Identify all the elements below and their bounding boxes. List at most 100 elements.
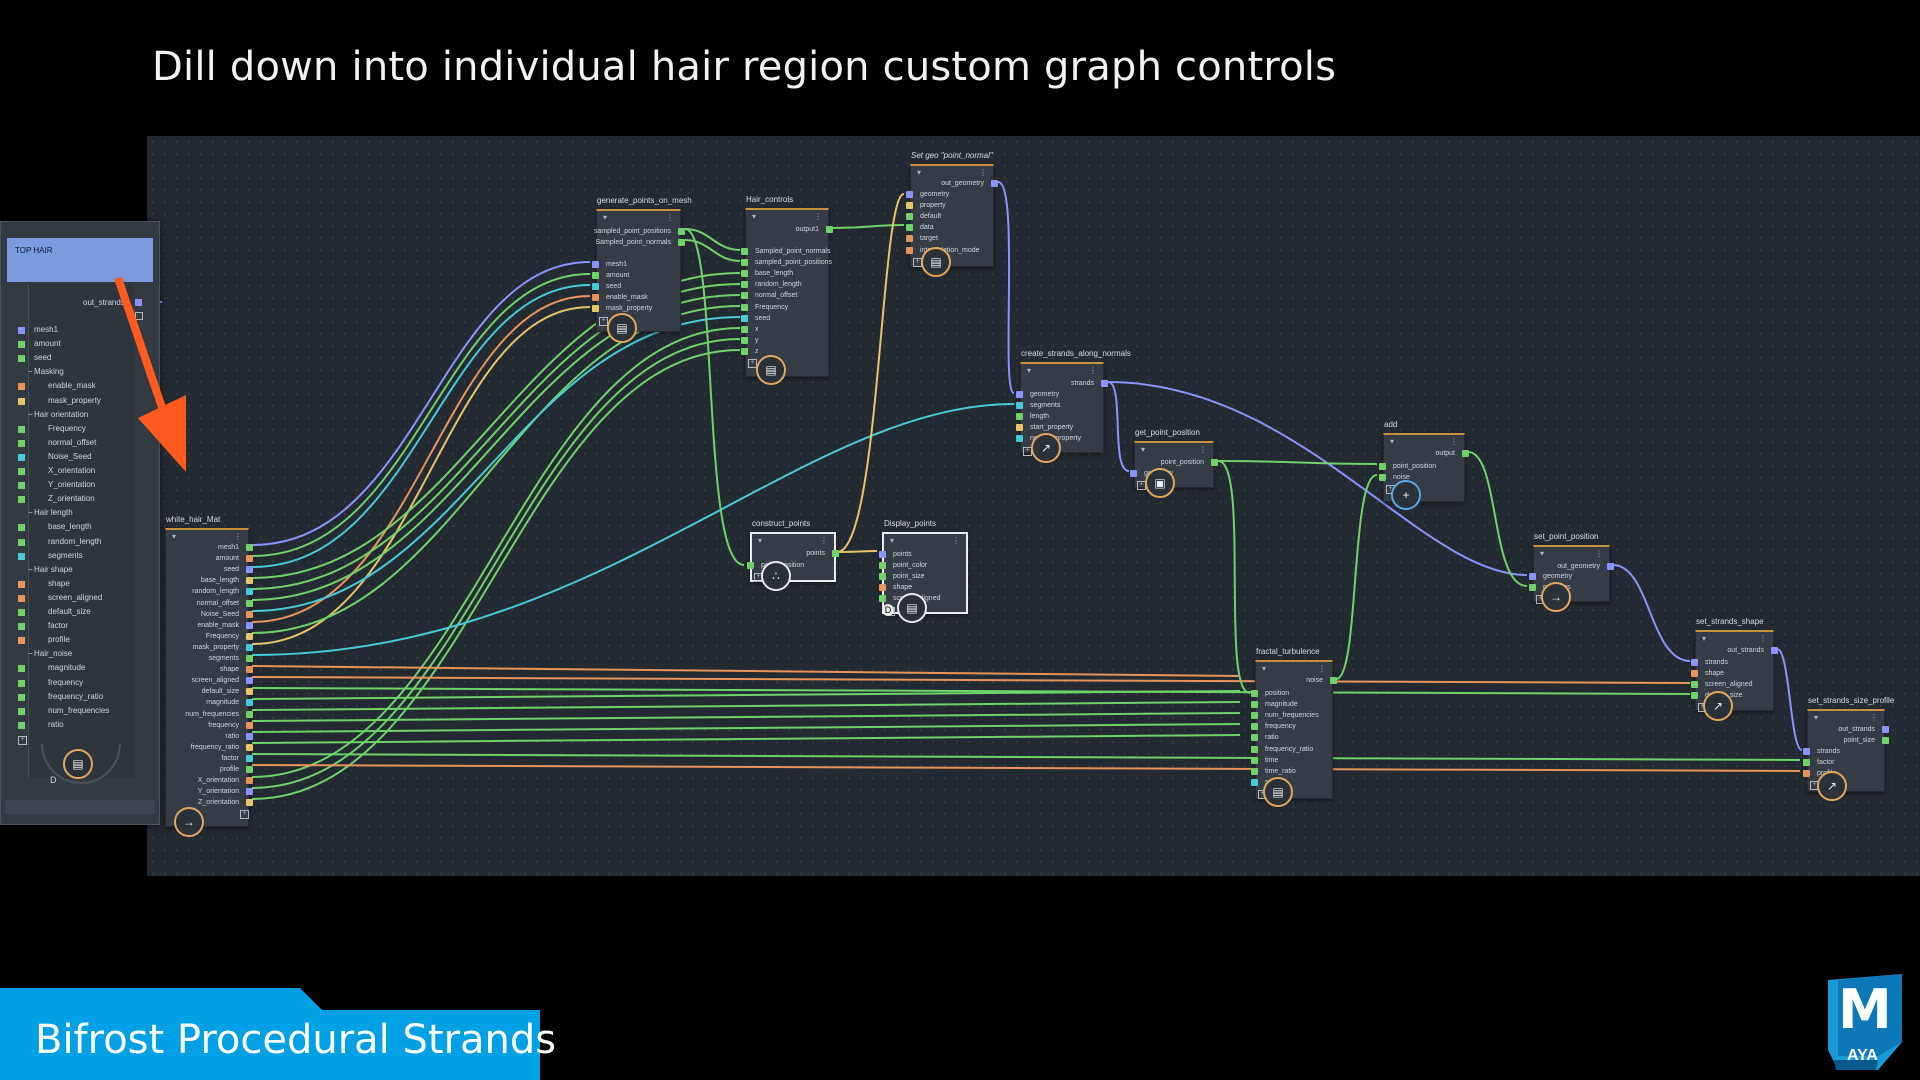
input-port[interactable]: enable_mask	[592, 293, 648, 302]
output-port[interactable]: normal_offset	[197, 599, 253, 608]
output-port[interactable]: sampled_point_positions	[594, 227, 685, 236]
port-connector[interactable]	[592, 272, 599, 280]
port-connector[interactable]	[1330, 677, 1337, 684]
output-port[interactable]: factor	[221, 754, 253, 763]
input-port[interactable]: geometry	[1016, 390, 1059, 399]
panel-param-port[interactable]	[18, 637, 25, 645]
port-connector[interactable]	[741, 303, 748, 311]
port-connector[interactable]	[747, 562, 754, 569]
node-badge-icon[interactable]: ▣	[1145, 468, 1175, 498]
port-connector[interactable]	[678, 228, 685, 235]
input-port[interactable]: mesh1	[592, 260, 627, 269]
port-connector[interactable]	[246, 710, 253, 718]
collapse-caret-icon[interactable]: ▾	[917, 168, 922, 177]
output-port[interactable]: X_orientation	[198, 776, 253, 785]
port-connector[interactable]	[1607, 563, 1614, 570]
port-connector[interactable]	[678, 239, 685, 247]
output-port[interactable]: magnitude	[206, 698, 253, 707]
port-connector[interactable]	[741, 270, 748, 278]
port-connector[interactable]	[741, 314, 748, 322]
port-connector[interactable]	[1251, 745, 1258, 753]
output-port[interactable]: num_frequencies	[185, 710, 253, 719]
input-port[interactable]: start_property	[1016, 423, 1073, 432]
node-menu-icon[interactable]: ⋮	[1870, 713, 1878, 722]
output-port[interactable]: out_strands	[1838, 725, 1889, 734]
port-connector[interactable]	[1803, 748, 1810, 755]
node-badge-icon[interactable]: ▤	[897, 593, 927, 623]
port-connector[interactable]	[1016, 413, 1023, 421]
output-port[interactable]: mask_property	[193, 643, 253, 652]
port-connector[interactable]	[1691, 692, 1698, 700]
node-menu-icon[interactable]: ⋮	[1759, 634, 1767, 643]
output-port[interactable]: out_strands	[1727, 646, 1778, 655]
panel-param-port[interactable]	[18, 327, 25, 334]
input-port[interactable]: point_color	[879, 561, 927, 570]
port-connector[interactable]	[1462, 450, 1469, 457]
panel-param-port[interactable]	[18, 538, 25, 546]
node-menu-icon[interactable]: ⋮	[1199, 445, 1207, 454]
port-connector[interactable]	[1882, 737, 1889, 745]
panel-param-port[interactable]	[18, 679, 25, 687]
port-connector[interactable]	[246, 610, 253, 618]
port-connector[interactable]	[741, 292, 748, 300]
port-connector[interactable]	[906, 213, 913, 221]
port-connector[interactable]	[879, 562, 886, 570]
output-port[interactable]: frequency_ratio	[191, 743, 253, 752]
add-port-icon[interactable]: +	[240, 810, 249, 820]
node-menu-icon[interactable]: ⋮	[979, 168, 987, 177]
panel-param-port[interactable]	[18, 721, 25, 729]
input-port[interactable]: z	[741, 347, 759, 356]
port-connector[interactable]	[879, 551, 886, 558]
node-menu-icon[interactable]: ⋮	[1089, 366, 1097, 375]
input-port[interactable]: property	[906, 201, 946, 210]
port-connector[interactable]	[1016, 424, 1023, 432]
input-port[interactable]: normal_offset	[741, 291, 797, 300]
node-badge-icon[interactable]: ▤	[1263, 777, 1293, 807]
collapse-caret-icon[interactable]: ▾	[172, 532, 177, 541]
port-connector[interactable]	[592, 283, 599, 291]
output-port[interactable]: Sampled_point_normals	[596, 238, 685, 247]
collapse-caret-icon[interactable]: ▾	[603, 213, 608, 222]
output-port[interactable]: screen_aligned	[192, 676, 253, 685]
input-port[interactable]: random_length	[741, 280, 802, 289]
output-port[interactable]: amount	[216, 554, 253, 563]
collapse-caret-icon[interactable]: ▾	[1702, 634, 1707, 643]
port-connector[interactable]	[1251, 701, 1258, 709]
input-port[interactable]: mask_property	[592, 304, 652, 313]
port-connector[interactable]	[1016, 402, 1023, 410]
node-title[interactable]: create_strands_along_normals	[1021, 349, 1131, 358]
port-connector[interactable]	[1691, 670, 1698, 678]
port-connector[interactable]	[741, 259, 748, 267]
collapse-caret-icon[interactable]: ▾	[1814, 713, 1819, 722]
input-port[interactable]: sampled_point_positions	[741, 258, 832, 267]
port-connector[interactable]	[246, 699, 253, 707]
collapse-caret-icon[interactable]: ▾	[752, 212, 757, 221]
port-connector[interactable]	[246, 788, 253, 796]
port-connector[interactable]	[246, 677, 253, 685]
panel-param-port[interactable]	[18, 453, 25, 461]
collapse-caret-icon[interactable]: ▾	[1262, 664, 1267, 673]
input-port[interactable]: Frequency	[741, 303, 788, 312]
port-connector[interactable]	[1251, 712, 1258, 720]
node-badge-icon[interactable]: ▤	[607, 313, 637, 343]
output-port[interactable]: strands	[1071, 379, 1108, 388]
input-port[interactable]: screen_aligned	[1691, 680, 1752, 689]
port-connector[interactable]	[246, 754, 253, 762]
input-port[interactable]: segments	[1016, 401, 1060, 410]
panel-param-port[interactable]	[18, 552, 25, 560]
port-connector[interactable]	[1379, 474, 1386, 482]
group-collapse-icon[interactable]: −	[28, 367, 33, 377]
port-connector[interactable]	[991, 180, 998, 187]
port-connector[interactable]	[246, 599, 253, 607]
panel-param-port[interactable]	[18, 482, 25, 490]
input-port[interactable]: geometry	[906, 190, 949, 199]
node-title[interactable]: add	[1384, 420, 1398, 429]
output-port[interactable]: profile	[220, 765, 253, 774]
panel-param-port[interactable]	[18, 468, 25, 475]
output-port[interactable]: Noise_Seed	[201, 610, 253, 619]
panel-param-port[interactable]	[18, 623, 25, 631]
port-connector[interactable]	[741, 336, 748, 344]
port-connector[interactable]	[246, 544, 253, 551]
